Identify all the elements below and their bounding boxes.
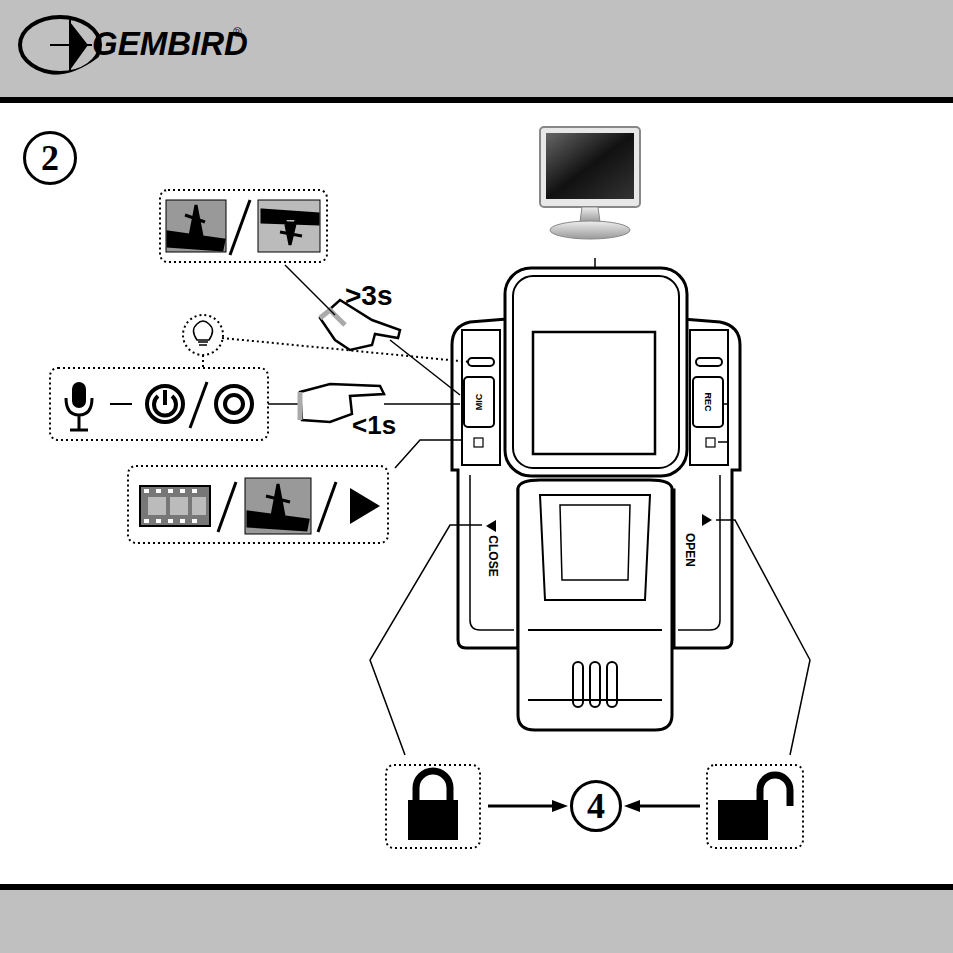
brand-logo: GEMBIRD	[92, 27, 248, 60]
slider-label: CLOSE	[487, 535, 499, 576]
button-label: REC	[703, 392, 713, 411]
step-number: 4	[570, 780, 622, 832]
button: MIC	[463, 376, 495, 428]
slider-label: OPEN	[684, 533, 696, 567]
callout-number: 4	[587, 785, 605, 827]
brand-logo: ®	[233, 27, 242, 39]
button-label: MIC	[474, 394, 484, 411]
press-duration: <1s	[352, 412, 396, 438]
press-duration: >3s	[345, 282, 393, 310]
button: REC	[692, 376, 724, 428]
step-number: 2	[23, 131, 77, 185]
callout-number: 2	[41, 137, 59, 179]
